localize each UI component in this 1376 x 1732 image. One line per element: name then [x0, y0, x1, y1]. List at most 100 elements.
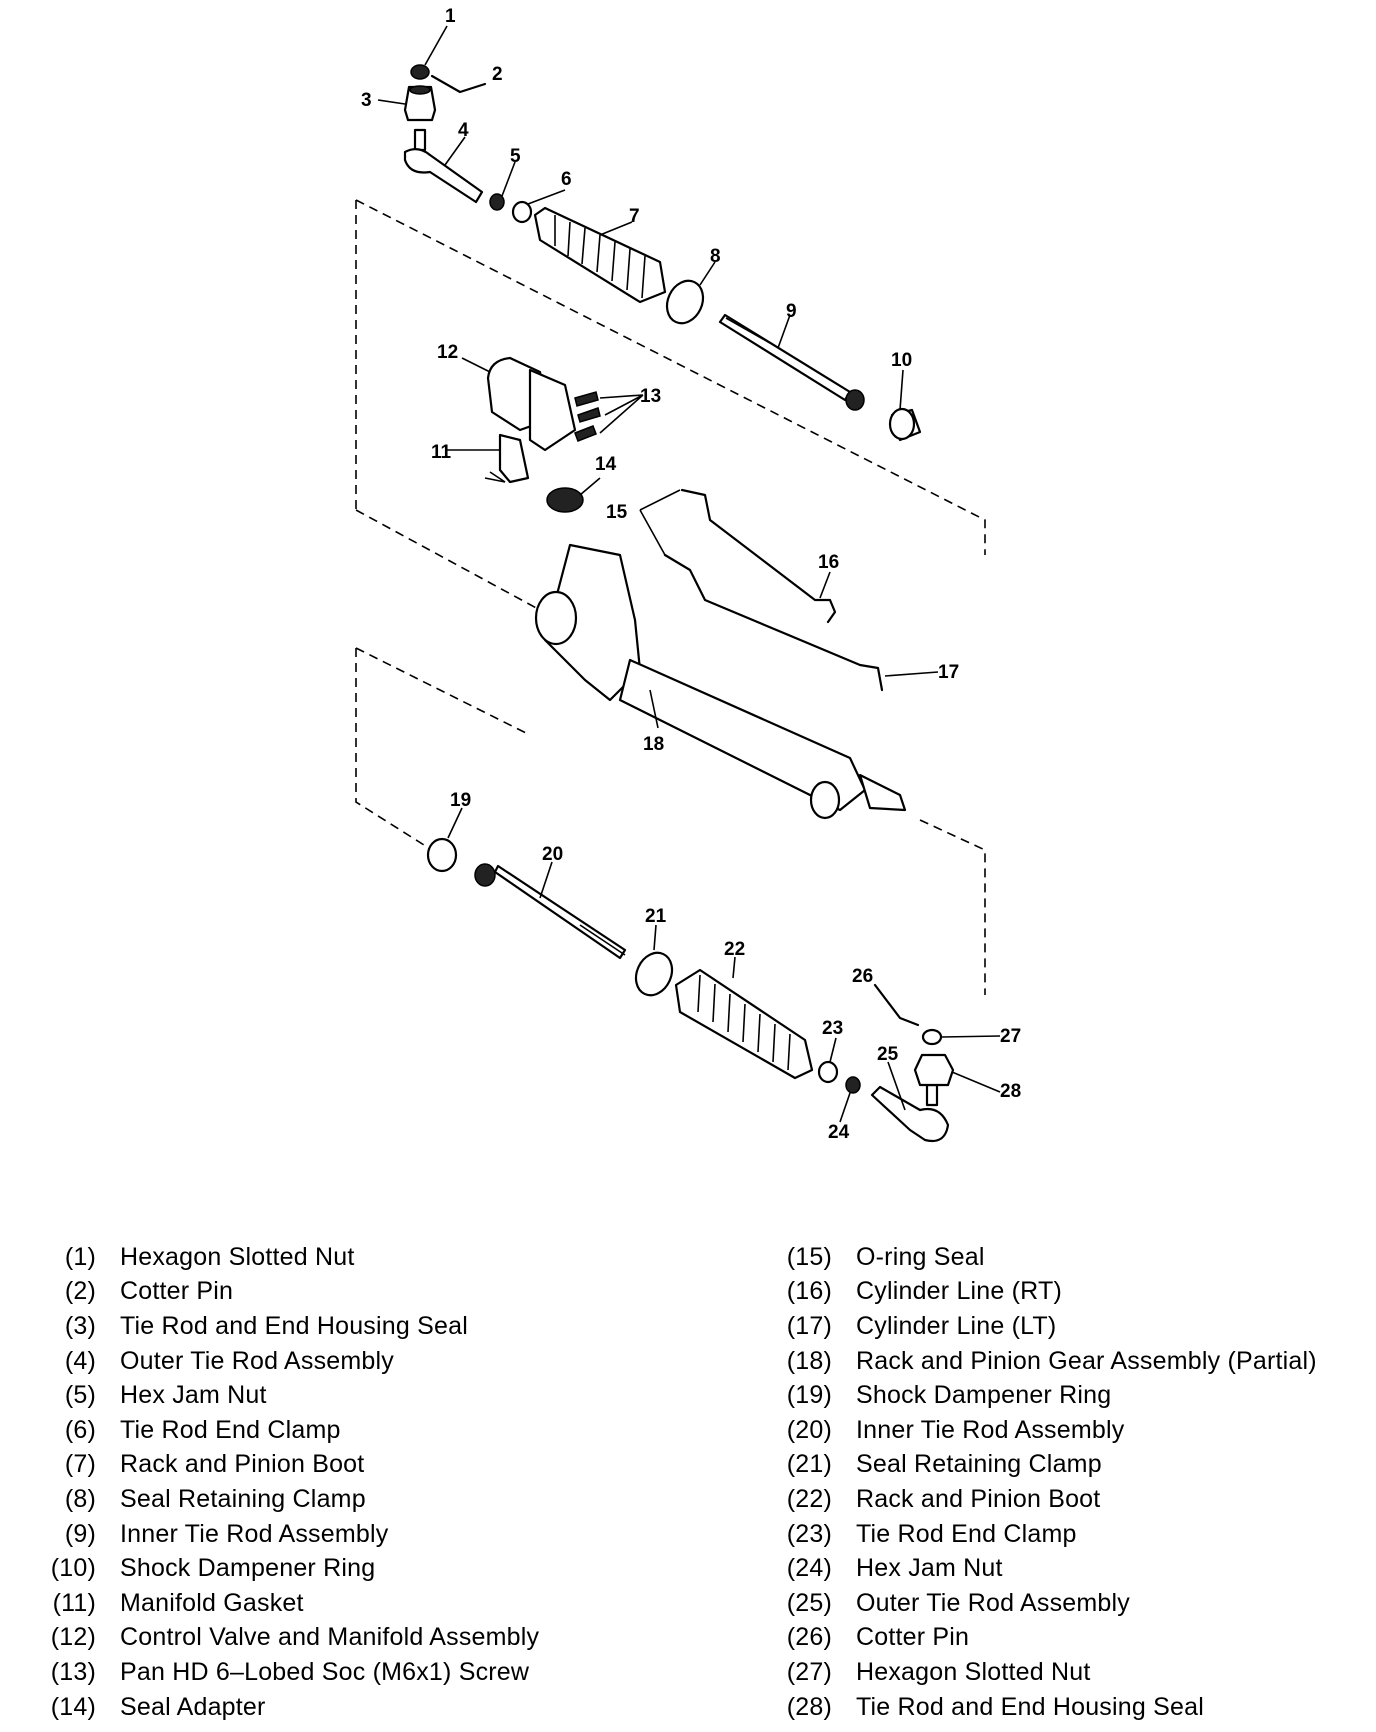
callout-25: 25 [877, 1044, 899, 1065]
shock-dampener-ring-bottom [426, 837, 458, 873]
legend-number: (3) [64, 1311, 96, 1340]
legend-number: (10) [50, 1554, 96, 1583]
cotter-pin-top [430, 74, 487, 94]
outer-tie-rod-bottom [870, 1083, 950, 1143]
exploded-diagram: 1 2 3 4 5 6 7 8 9 10 11 12 13 14 15 16 1… [355, 6, 1021, 1143]
legend-row: (4)Outer Tie Rod Assembly [24, 1344, 684, 1379]
legend-label: Seal Retaining Clamp [856, 1450, 1102, 1479]
legend-row: (15)O-ring Seal [760, 1240, 1376, 1275]
legend-number: (23) [786, 1519, 832, 1548]
legend-number: (12) [50, 1623, 96, 1652]
legend-row: (22)Rack and Pinion Boot [760, 1482, 1376, 1517]
legend-label: Shock Dampener Ring [120, 1554, 376, 1583]
tie-rod-end-clamp-top [511, 200, 533, 224]
legend-label: Tie Rod End Clamp [120, 1415, 341, 1444]
callout-1: 1 [445, 6, 456, 27]
callout-15: 15 [606, 502, 628, 523]
inner-tie-rod-top [718, 313, 865, 411]
legend-label: Inner Tie Rod Assembly [856, 1415, 1125, 1444]
legend-row: (14)Seal Adapter [24, 1690, 684, 1725]
legend-number: (6) [64, 1415, 96, 1444]
legend-label: Hexagon Slotted Nut [856, 1657, 1091, 1686]
legend-row: (3) Tie Rod and End Housing Seal [24, 1309, 684, 1344]
callout-14: 14 [595, 454, 617, 475]
legend-label: Outer Tie Rod Assembly [856, 1588, 1130, 1617]
shock-dampener-ring-top [888, 407, 922, 442]
legend-label: Tie Rod and End Housing Seal [120, 1311, 468, 1340]
callout-28: 28 [1000, 1081, 1021, 1102]
legend-label: Cotter Pin [856, 1623, 970, 1652]
legend-label: Rack and Pinion Boot [120, 1450, 365, 1479]
callout-26: 26 [852, 966, 873, 987]
legend-row: (18)Rack and Pinion Gear Assembly (Parti… [760, 1344, 1376, 1379]
legend-number: (8) [64, 1484, 96, 1513]
legend-number: (9) [64, 1519, 96, 1548]
callout-4: 4 [458, 120, 469, 141]
legend-row: (24) Hex Jam Nut [760, 1551, 1376, 1586]
legend-row: (13)Pan HD 6–Lobed Soc (M6x1) Screw [24, 1655, 684, 1690]
housing-seal-top [403, 85, 437, 122]
legend-label: Manifold Gasket [120, 1588, 304, 1617]
housing-seal-bottom [913, 1053, 955, 1087]
legend-label: Hexagon Slotted Nut [120, 1242, 355, 1271]
legend-number: (20) [786, 1415, 832, 1444]
legend-row: (6) Tie Rod End Clamp [24, 1413, 684, 1448]
legend-number: (24) [786, 1554, 832, 1583]
seal-retaining-clamp-bottom [634, 951, 674, 997]
legend-row: (17) Cylinder Line (LT) [760, 1309, 1376, 1344]
rack-and-pinion-boot-top [533, 206, 667, 304]
screws [574, 391, 601, 442]
legend-label: Cylinder Line (LT) [856, 1311, 1057, 1340]
callout-16: 16 [818, 552, 839, 573]
inner-tie-rod-bottom [474, 863, 627, 960]
callout-12: 12 [437, 342, 458, 363]
legend-label: Tie Rod and End Housing Seal [856, 1692, 1204, 1721]
legend-label: Tie Rod End Clamp [856, 1519, 1077, 1548]
legend-label: Shock Dampener Ring [856, 1381, 1112, 1410]
legend-row: (11) Manifold Gasket [24, 1586, 684, 1621]
callout-7: 7 [629, 206, 640, 227]
rack-and-pinion-boot-bottom [674, 968, 814, 1080]
legend-number: (11) [52, 1588, 96, 1617]
legend-row: (12) Control Valve and Manifold Assembly [24, 1621, 684, 1656]
callout-8: 8 [710, 246, 721, 267]
callout-10: 10 [891, 350, 912, 371]
legend-row: (2)Cotter Pin [24, 1275, 684, 1310]
legend-label: Rack and Pinion Boot [856, 1484, 1101, 1513]
legend-number: (5) [64, 1381, 96, 1410]
hex-jam-nut-bottom [845, 1076, 861, 1094]
legend-number: (27) [786, 1657, 832, 1686]
seal-adapter [546, 487, 584, 513]
legend-label: Control Valve and Manifold Assembly [120, 1623, 540, 1652]
legend-number: (16) [786, 1277, 832, 1306]
legend-label: O-ring Seal [856, 1242, 985, 1271]
cylinder-lines [663, 488, 884, 692]
legend-number: (7) [64, 1450, 96, 1479]
callout-18: 18 [643, 734, 664, 755]
callout-6: 6 [561, 169, 572, 190]
legend-row: (8)Seal Retaining Clamp [24, 1482, 684, 1517]
hexagon-slotted-nut-bottom [921, 1028, 943, 1046]
legend-number: (14) [50, 1692, 96, 1721]
parts-legend-right: (15)O-ring Seal (16) Cylinder Line (RT) (… [760, 1240, 1376, 1724]
legend-row: (26) Cotter Pin [760, 1621, 1376, 1656]
legend-row: (19) Shock Dampener Ring [760, 1378, 1376, 1413]
legend-row: (21)Seal Retaining Clamp [760, 1448, 1376, 1483]
legend-number: (18) [786, 1346, 832, 1375]
legend-number: (19) [786, 1381, 832, 1410]
leader-lines [377, 25, 1001, 1123]
legend-label: Cylinder Line (RT) [856, 1277, 1062, 1306]
legend-label: Pan HD 6–Lobed Soc (M6x1) Screw [120, 1657, 530, 1686]
legend-number: (26) [786, 1623, 832, 1652]
hex-jam-nut-top [489, 193, 505, 211]
legend-row: (23) Tie Rod End Clamp [760, 1517, 1376, 1552]
callout-2: 2 [492, 64, 503, 85]
legend-label: Hex Jam Nut [856, 1554, 1003, 1583]
callout-20: 20 [542, 844, 563, 865]
legend-number: (17) [786, 1311, 832, 1340]
legend-row: (27) Hexagon Slotted Nut [760, 1655, 1376, 1690]
legend-label: Hex Jam Nut [120, 1381, 267, 1410]
rack-pinion-gear-housing [534, 543, 907, 820]
callout-3: 3 [361, 90, 372, 111]
legend-label: Inner Tie Rod Assembly [120, 1519, 389, 1548]
